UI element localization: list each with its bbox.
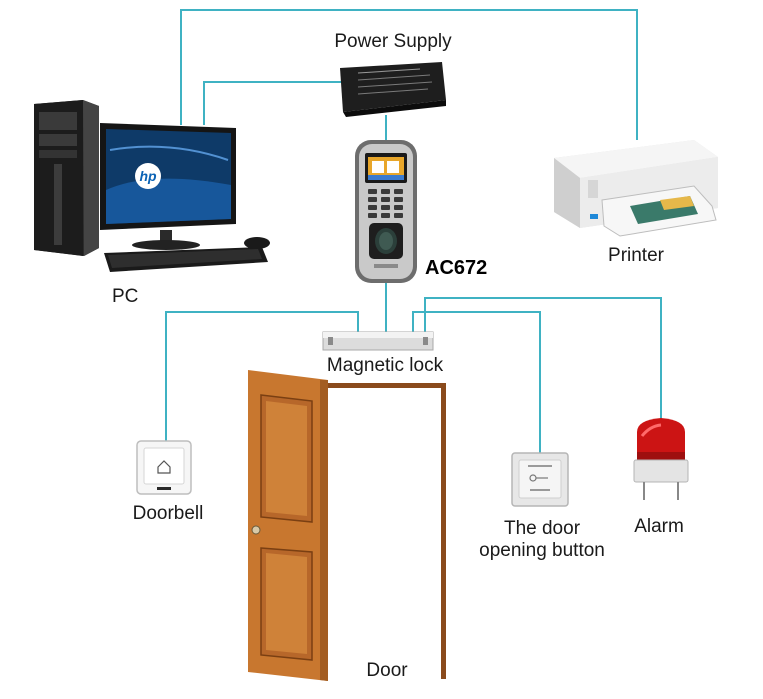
monitor-brand-logo: hp — [139, 168, 157, 184]
doorbell-label: Doorbell — [132, 503, 204, 524]
power-supply-label: Power Supply — [334, 31, 452, 52]
door-opening-button-device — [511, 452, 569, 507]
keyboard — [104, 247, 268, 272]
connection-wires — [165, 9, 662, 453]
wire-lock-alarm — [424, 297, 662, 420]
magnetic-lock-label: Magnetic lock — [326, 355, 444, 376]
door-opening-button-label: The door opening button — [479, 518, 605, 562]
door-assembly — [248, 370, 446, 681]
access-terminal — [355, 140, 417, 283]
wire-pc-printer — [180, 9, 638, 140]
printer-label: Printer — [608, 245, 664, 266]
pc-label: PC — [112, 286, 139, 307]
wire-lock-doorbell — [165, 311, 359, 442]
printer — [554, 140, 718, 237]
door-label: Door — [366, 660, 408, 681]
device-model-label: AC672 — [425, 257, 488, 279]
doorbell-device — [136, 440, 192, 495]
wire-pc-power — [203, 81, 343, 125]
alarm-beacon — [633, 418, 689, 500]
wire-lock-button — [412, 311, 541, 453]
mouse — [244, 237, 270, 249]
pc-monitor: hp — [100, 123, 236, 250]
door-opening-button-label-line1: The door — [503, 518, 581, 539]
pc-tower — [34, 100, 99, 256]
alarm-label: Alarm — [634, 516, 684, 537]
magnetic-lock-unit — [322, 331, 434, 351]
door-opening-button-label-line2: opening button — [479, 540, 605, 561]
power-supply-box — [340, 62, 446, 117]
